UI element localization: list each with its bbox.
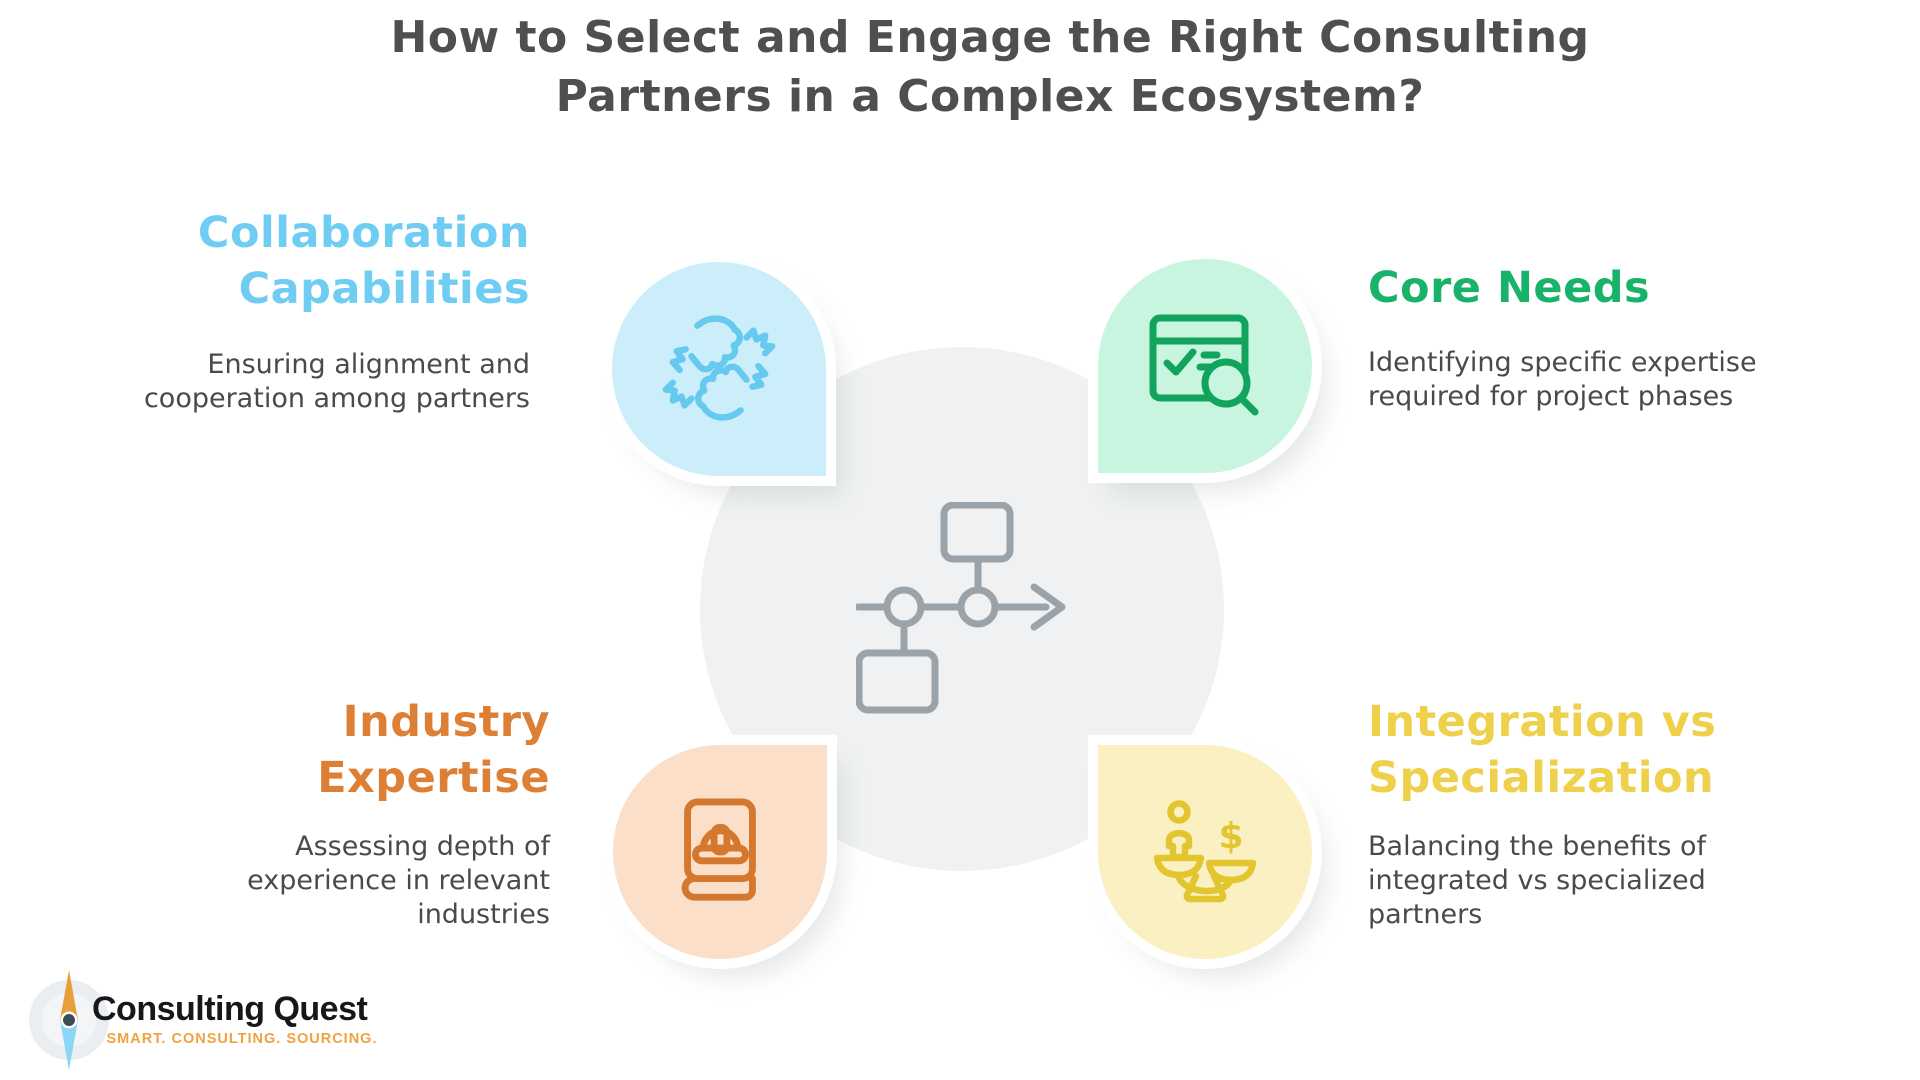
integration-description: Balancing the benefits of integrated vs … xyxy=(1368,831,1707,930)
integration-title-line-1: Integration vs xyxy=(1368,697,1717,747)
integration-title: Integration vs Specialization xyxy=(1368,694,1888,806)
collaboration-blob xyxy=(612,262,826,476)
industry-expertise-title-line-2: Expertise xyxy=(317,753,550,803)
page-title: How to Select and Engage the Right Consu… xyxy=(160,8,1820,126)
collaboration-title-line-2: Capabilities xyxy=(238,264,530,314)
flowchart-icon xyxy=(856,501,1068,717)
core-needs-blob xyxy=(1098,259,1312,473)
core-needs-title-line-1: Core Needs xyxy=(1368,263,1651,313)
logo-tagline: SMART. CONSULTING. SOURCING. xyxy=(106,1031,378,1047)
logo-name: Consulting Quest xyxy=(92,990,368,1028)
compass-icon xyxy=(26,966,112,1074)
integration-title-line-2: Specialization xyxy=(1368,753,1715,803)
integration-blob: $ xyxy=(1098,745,1312,959)
industry-expertise-title: Industry Expertise xyxy=(100,694,550,806)
industry-expertise-title-line-1: Industry xyxy=(342,697,550,747)
collaboration-description: Ensuring alignment and cooperation among… xyxy=(143,349,530,414)
balance-scale-icon: $ xyxy=(1145,796,1265,908)
collaboration-title-line-1: Collaboration xyxy=(197,208,530,258)
core-needs-description: Identifying specific expertise required … xyxy=(1368,347,1757,412)
industry-expertise-blob xyxy=(613,745,827,959)
fist-bump-icon xyxy=(660,310,778,428)
collaboration-title: Collaboration Capabilities xyxy=(80,205,530,317)
svg-text:$: $ xyxy=(1218,816,1243,857)
industry-expertise-description: Assessing depth of experience in relevan… xyxy=(247,831,550,930)
page-title-line-1: How to Select and Engage the Right Consu… xyxy=(390,12,1590,63)
core-needs-title: Core Needs xyxy=(1368,260,1888,316)
checklist-search-icon xyxy=(1147,308,1263,424)
page-title-line-2: Partners in a Complex Ecosystem? xyxy=(555,71,1425,122)
hardhat-book-icon xyxy=(663,795,777,909)
